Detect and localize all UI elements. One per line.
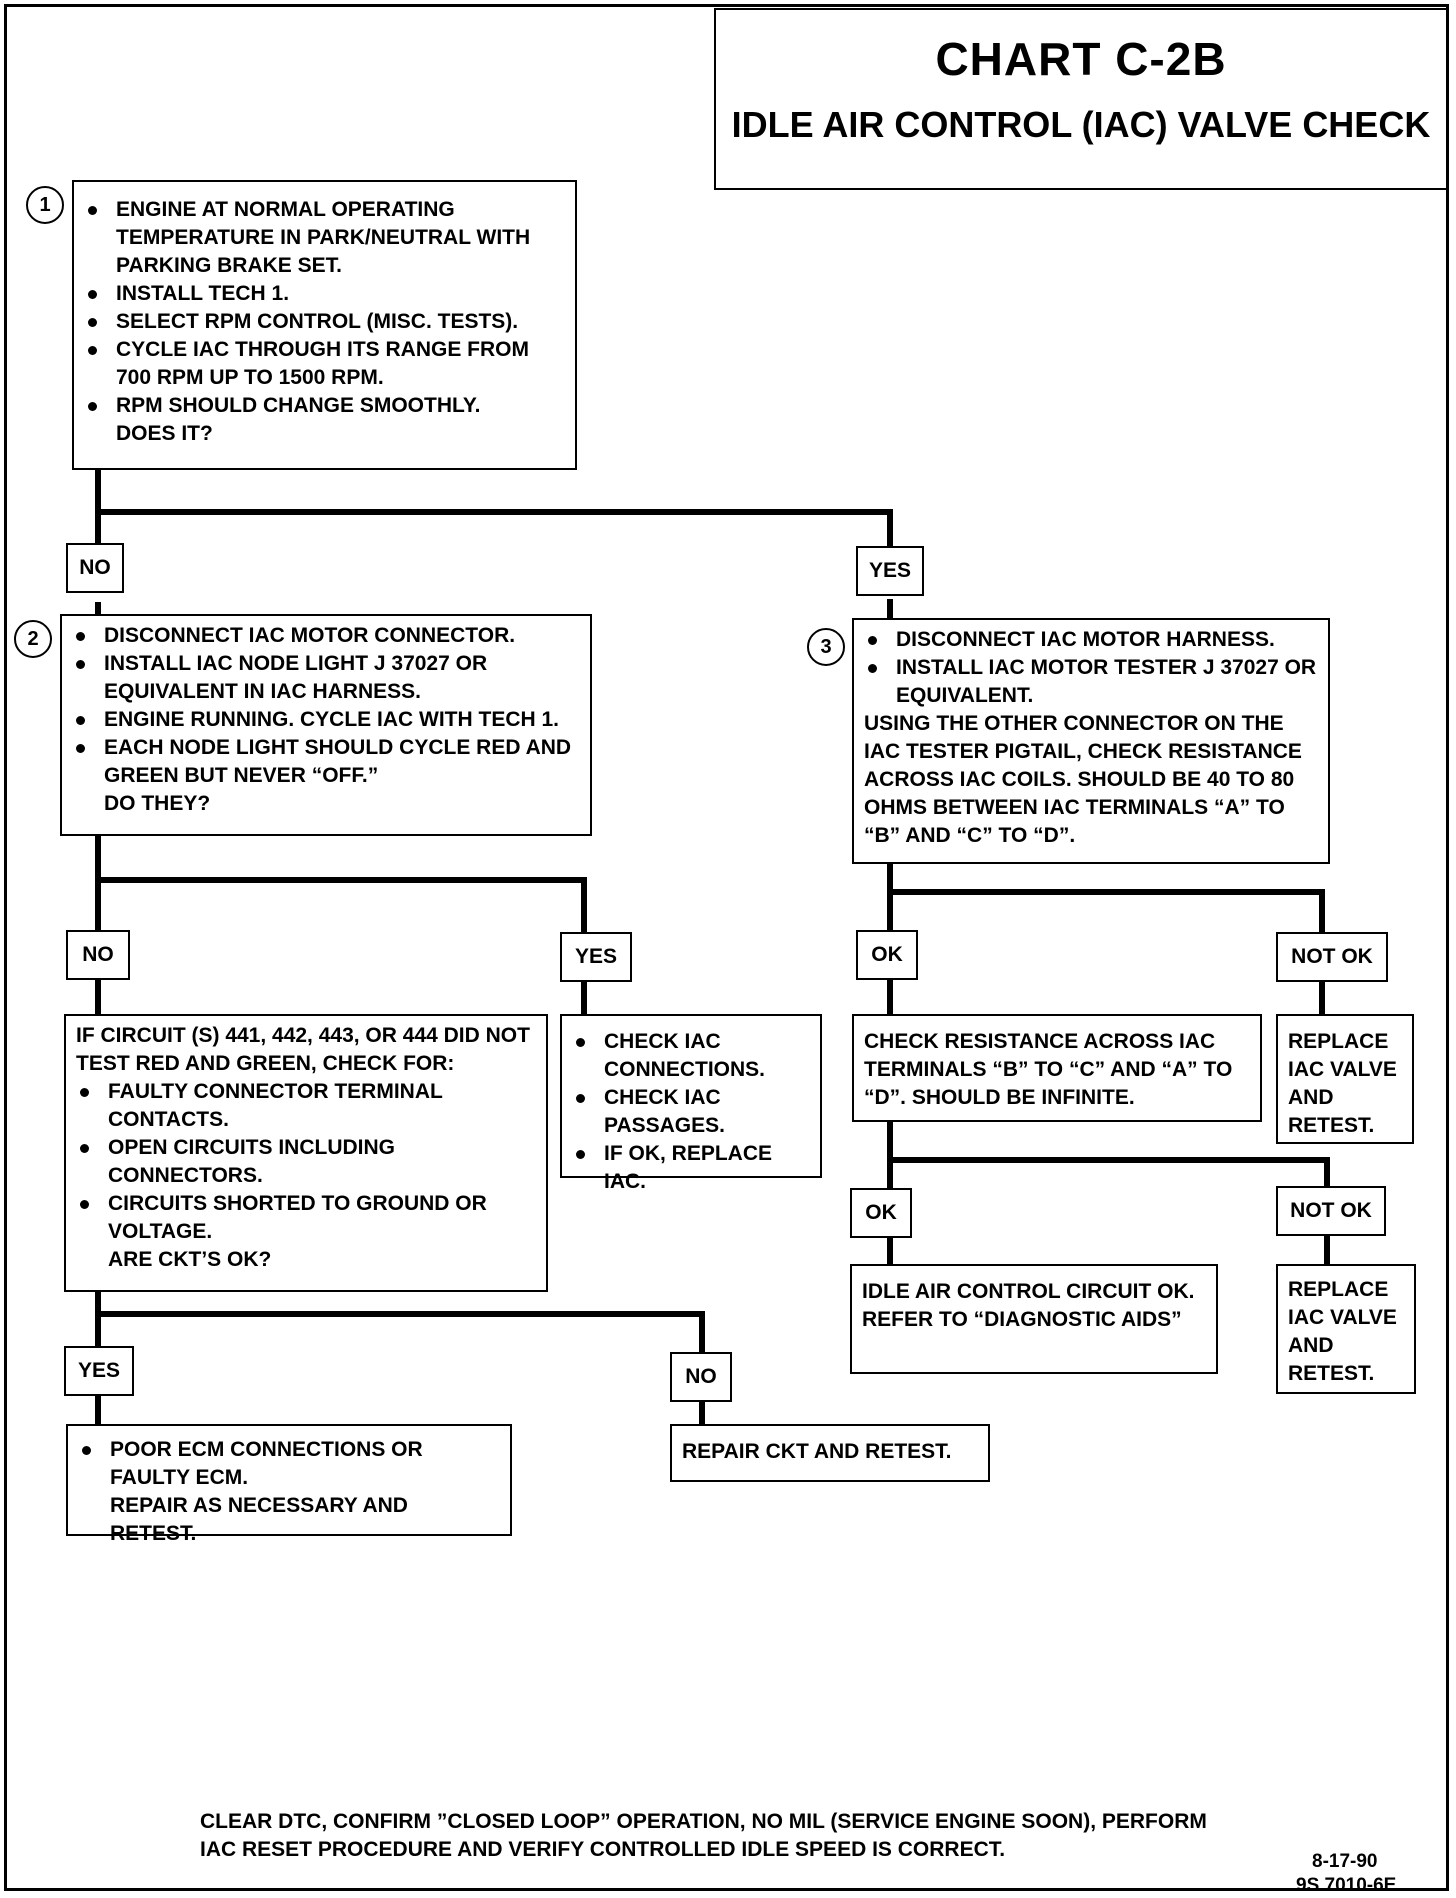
box-check-iac: CHECK IAC CONNECTIONS. CHECK IAC PASSAGE…	[560, 1014, 822, 1193]
reference-date: 8-17-90	[1312, 1851, 1378, 1872]
label-no-2: NO	[66, 930, 130, 980]
circuits-question: ARE CKT’S OK?	[108, 1248, 272, 1271]
poor-ecm-text: REPAIR AS NECESSARY AND RETEST.	[110, 1494, 408, 1545]
footer-note: CLEAR DTC, CONFIRM ”CLOSED LOOP” OPERATI…	[200, 1808, 1207, 1864]
chart-title: CHART C-2B	[935, 33, 1227, 85]
reference-block: 8-17-90 9S 7010-6E	[1296, 1850, 1396, 1898]
step-number-3: 3	[807, 628, 845, 666]
label-yes-2: YES	[560, 932, 632, 982]
list-item: POOR ECM CONNECTIONS OR FAULTY ECM.	[78, 1436, 500, 1492]
connector-resistance-branch	[887, 1119, 1330, 1191]
label-ok-1: OK	[856, 930, 918, 980]
box-replace-iac-1: REPLACE IAC VALVE AND RETEST.	[1276, 1014, 1414, 1144]
box-check-resistance: CHECK RESISTANCE ACROSS IAC TERMINALS “B…	[852, 1014, 1262, 1122]
circuits-intro: IF CIRCUIT (S) 441, 442, 443, OR 444 DID…	[76, 1024, 530, 1075]
box-step-2: DISCONNECT IAC MOTOR CONNECTOR. INSTALL …	[60, 614, 592, 836]
step-2-question: DO THEY?	[104, 792, 211, 815]
replace-iac-text-2: REPLACE IAC VALVE AND RETEST.	[1288, 1278, 1397, 1385]
connector-box3-branch	[887, 861, 1325, 936]
list-item: DISCONNECT IAC MOTOR CONNECTOR.	[72, 622, 580, 650]
box-idle-circuit-ok: IDLE AIR CONTROL CIRCUIT OK. REFER TO “D…	[850, 1264, 1218, 1374]
connector-circuits-branch	[95, 1289, 705, 1355]
label-ok-2: OK	[850, 1188, 912, 1238]
list-item: SELECT RPM CONTROL (MISC. TESTS).	[84, 308, 565, 336]
connector-box2-branch	[95, 833, 587, 936]
list-item: ENGINE RUNNING. CYCLE IAC WITH TECH 1.	[72, 706, 580, 734]
list-item: EACH NODE LIGHT SHOULD CYCLE RED AND GRE…	[72, 734, 580, 790]
step-number-1: 1	[26, 186, 64, 224]
label-no-3: NO	[670, 1352, 732, 1402]
connector-box1-branch	[95, 467, 893, 555]
box-check-circuits: IF CIRCUIT (S) 441, 442, 443, OR 444 DID…	[64, 1014, 548, 1292]
list-item: RPM SHOULD CHANGE SMOOTHLY.	[84, 392, 565, 420]
idle-circuit-ok-text: IDLE AIR CONTROL CIRCUIT OK. REFER TO “D…	[862, 1280, 1195, 1331]
chart-subtitle: IDLE AIR CONTROL (IAC) VALVE CHECK	[731, 104, 1431, 145]
reference-code: 9S 7010-6E	[1296, 1875, 1397, 1896]
check-resistance-text: CHECK RESISTANCE ACROSS IAC TERMINALS “B…	[864, 1030, 1233, 1109]
repair-circuit-text: REPAIR CKT AND RETEST.	[682, 1440, 952, 1463]
list-item: INSTALL TECH 1.	[84, 280, 565, 308]
list-item: ENGINE AT NORMAL OPERATING TEMPERATURE I…	[84, 196, 565, 280]
circuits-list: FAULTY CONNECTOR TERMINAL CONTACTS. OPEN…	[76, 1078, 536, 1246]
list-item: INSTALL IAC NODE LIGHT J 37027 OR EQUIVA…	[72, 650, 580, 706]
label-yes-3: YES	[64, 1346, 134, 1396]
list-item: CHECK IAC CONNECTIONS.	[572, 1028, 810, 1084]
list-item: DISCONNECT IAC MOTOR HARNESS.	[864, 626, 1318, 654]
page-frame	[4, 4, 1449, 1891]
step-1-question: DOES IT?	[116, 422, 213, 445]
box-repair-circuit: REPAIR CKT AND RETEST.	[670, 1424, 990, 1482]
footer-line-2: IAC RESET PROCEDURE AND VERIFY CONTROLLE…	[200, 1838, 1006, 1861]
step-3-text: USING THE OTHER CONNECTOR ON THE IAC TES…	[864, 712, 1302, 847]
box-replace-iac-2: REPLACE IAC VALVE AND RETEST.	[1276, 1264, 1416, 1394]
list-item: CHECK IAC PASSAGES.	[572, 1084, 810, 1140]
check-iac-list: CHECK IAC CONNECTIONS. CHECK IAC PASSAGE…	[572, 1028, 810, 1196]
box-poor-ecm: POOR ECM CONNECTIONS OR FAULTY ECM. REPA…	[66, 1424, 512, 1545]
step-number-2: 2	[14, 620, 52, 658]
label-not-ok-2: NOT OK	[1276, 1186, 1386, 1236]
footer-line-1: CLEAR DTC, CONFIRM ”CLOSED LOOP” OPERATI…	[200, 1810, 1207, 1833]
label-no-1: NO	[66, 543, 124, 593]
label-yes-1: YES	[856, 546, 924, 596]
list-item: CYCLE IAC THROUGH ITS RANGE FROM 700 RPM…	[84, 336, 565, 392]
step-1-list: ENGINE AT NORMAL OPERATING TEMPERATURE I…	[84, 196, 565, 420]
list-item: CIRCUITS SHORTED TO GROUND OR VOLTAGE.	[76, 1190, 536, 1246]
title-box: CHART C-2B IDLE AIR CONTROL (IAC) VALVE …	[714, 8, 1448, 190]
list-item: FAULTY CONNECTOR TERMINAL CONTACTS.	[76, 1078, 536, 1134]
box-step-3: DISCONNECT IAC MOTOR HARNESS. INSTALL IA…	[852, 618, 1330, 864]
label-not-ok-1: NOT OK	[1276, 932, 1388, 982]
step-2-list: DISCONNECT IAC MOTOR CONNECTOR. INSTALL …	[72, 622, 580, 790]
list-item: IF OK, REPLACE IAC.	[572, 1140, 810, 1196]
box-step-1: ENGINE AT NORMAL OPERATING TEMPERATURE I…	[72, 180, 577, 470]
list-item: OPEN CIRCUITS INCLUDING CONNECTORS.	[76, 1134, 536, 1190]
list-item: INSTALL IAC MOTOR TESTER J 37027 OR EQUI…	[864, 654, 1318, 710]
replace-iac-text-1: REPLACE IAC VALVE AND RETEST.	[1288, 1030, 1397, 1137]
step-3-list: DISCONNECT IAC MOTOR HARNESS. INSTALL IA…	[864, 626, 1318, 710]
poor-ecm-list: POOR ECM CONNECTIONS OR FAULTY ECM.	[78, 1436, 500, 1492]
